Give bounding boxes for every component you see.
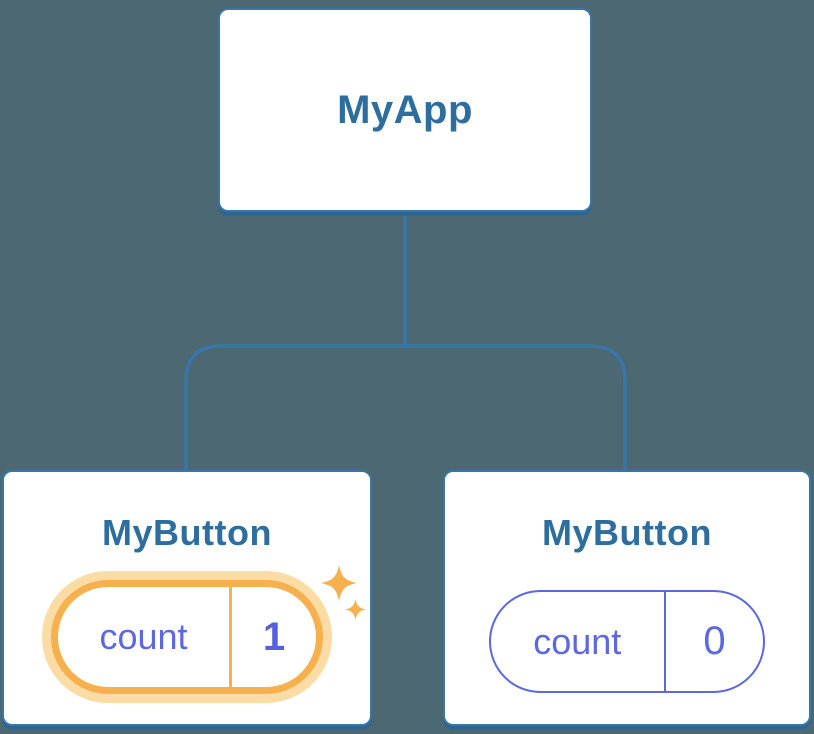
state-value-cell: 1 <box>232 587 316 687</box>
node-mybutton-idle-label: MyButton <box>542 512 712 553</box>
state-pill-highlighted: count 1 <box>51 580 323 694</box>
state-pill-row: count 0 <box>445 590 809 693</box>
state-value-label: 0 <box>703 619 726 663</box>
node-myapp: MyApp <box>218 8 592 212</box>
sparkle-icon-small <box>345 599 366 620</box>
state-key-label: count <box>533 620 622 662</box>
node-mybutton-active-label: MyButton <box>102 512 272 553</box>
connector-branch <box>184 344 627 471</box>
state-key-label: count <box>99 616 188 657</box>
node-myapp-label: MyApp <box>337 87 473 132</box>
node-mybutton-idle: MyButton count 0 <box>443 470 811 726</box>
state-key-cell: count <box>491 592 664 691</box>
state-value-cell: 0 <box>666 592 763 691</box>
pill-divider <box>229 587 232 687</box>
state-pill-row: count 1 <box>4 580 370 694</box>
state-pill-idle: count 0 <box>489 590 765 693</box>
pill-divider <box>663 592 666 691</box>
node-mybutton-active: MyButton count 1 <box>2 470 372 726</box>
state-key-cell: count <box>58 587 229 687</box>
state-value-label: 1 <box>262 614 286 659</box>
sparkle-icon-large <box>321 565 357 601</box>
